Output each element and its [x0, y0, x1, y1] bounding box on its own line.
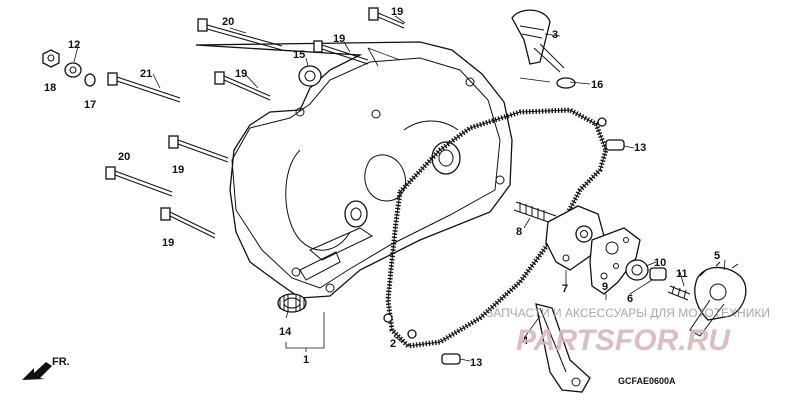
watermark: ЗАПЧАСТИ И АКСЕССУАРЫ ДЛЯ МОТОТЕХНИКИ PA…: [486, 306, 770, 357]
bolt-19-c: [214, 71, 271, 101]
callout-21: 21: [140, 68, 152, 80]
collar-6: [649, 267, 667, 281]
callout-1: 1: [303, 354, 309, 366]
callout-2: 2: [390, 338, 396, 350]
callout-labels: 20 19 3 12 15 19 21 19 16 18 17 13 20 19…: [44, 6, 720, 369]
nut-18: [42, 49, 60, 68]
right-crankcase-cover: [195, 41, 513, 299]
callout-11: 11: [676, 268, 688, 280]
lever-plate-7: [545, 205, 605, 271]
seal-10: [625, 259, 649, 281]
washer-17: [84, 73, 96, 87]
callout-13-top: 13: [634, 142, 646, 154]
bolt-19-b: [313, 40, 369, 65]
callout-4: 4: [522, 335, 529, 347]
rotor-5: [689, 261, 747, 337]
callout-19-c: 19: [235, 68, 247, 80]
callout-12: 12: [68, 39, 80, 51]
callout-19-d: 19: [172, 164, 184, 176]
washer-12: [64, 62, 82, 78]
callout-8: 8: [516, 226, 522, 238]
kick-arm-4: [535, 303, 591, 393]
callout-14: 14: [279, 326, 292, 338]
callout-10: 10: [654, 257, 666, 269]
callout-19-top: 19: [391, 6, 403, 18]
o-ring-16: [556, 77, 576, 89]
callout-5: 5: [714, 250, 720, 262]
callout-7: 7: [562, 283, 568, 295]
callout-3: 3: [552, 29, 558, 41]
callout-19-b: 19: [333, 33, 345, 45]
bolt-19-d: [168, 135, 229, 163]
callout-17: 17: [84, 99, 96, 111]
bolt-19-e: [160, 207, 216, 239]
diagram-code: GCFAE0600A: [618, 376, 676, 386]
watermark-caption: ЗАПЧАСТИ И АКСЕССУАРЫ ДЛЯ МОТОТЕХНИКИ: [486, 306, 770, 320]
direction-label: FR.: [52, 356, 70, 368]
plate-9: [589, 227, 641, 295]
leader-lines: [73, 15, 726, 362]
bolt-20-top: [197, 18, 283, 51]
bolt-11: [667, 285, 691, 301]
callout-6: 6: [627, 293, 633, 305]
needle-bearing-14: [277, 293, 307, 313]
callout-16: 16: [591, 79, 603, 91]
callout-20-top: 20: [222, 16, 234, 28]
callout-18: 18: [44, 82, 56, 94]
oil-seal-15: [298, 65, 322, 87]
front-direction-indicator: FR.: [22, 356, 70, 380]
callout-20-bottom: 20: [118, 151, 130, 163]
callout-19-e: 19: [162, 237, 174, 249]
bolt-20-bottom: [105, 166, 173, 197]
dowel-pin-13-top: [605, 139, 625, 151]
bolt-21: [107, 72, 181, 103]
arrow-down-left-icon: [22, 362, 52, 380]
callout-15: 15: [293, 49, 305, 61]
dowel-pin-13-bottom: [441, 353, 461, 365]
callout-9: 9: [602, 281, 608, 293]
oil-filler-cap: [511, 9, 565, 73]
watermark-logo: PARTSFOR.RU: [516, 324, 731, 357]
shaft-8: [513, 201, 557, 225]
callout-13-bottom: 13: [470, 357, 482, 369]
bolt-19-top: [368, 7, 405, 29]
